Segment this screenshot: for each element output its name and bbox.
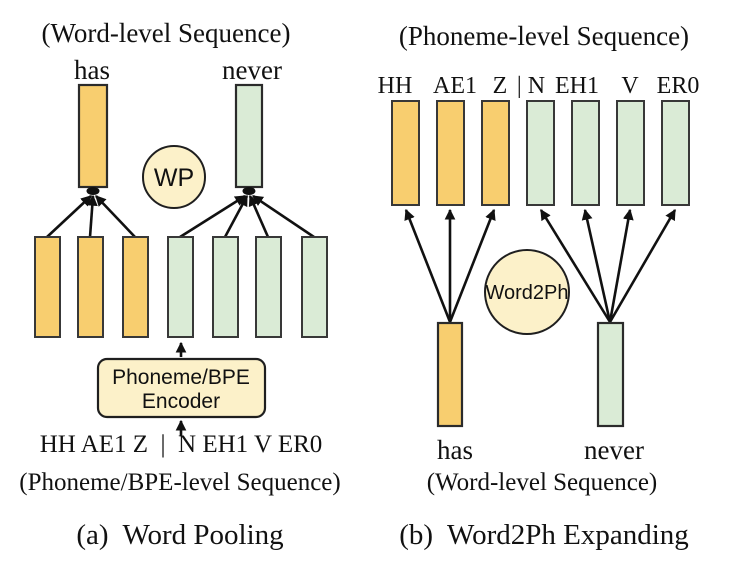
encoder-label-line1: Phoneme/BPE: [112, 366, 250, 389]
word-vector-has: [77, 83, 109, 189]
phoneme-label-v: V: [621, 73, 639, 99]
phoneme-vector-bar: [661, 100, 690, 206]
expanding-arrow: [448, 208, 496, 323]
wp-operator-label: WP: [154, 164, 194, 192]
word-vector-never: [596, 321, 625, 428]
word-label-never: never: [222, 55, 282, 85]
phoneme-vector-bar: [616, 100, 645, 206]
phoneme-vector-bar: [571, 100, 600, 206]
pooling-arrow: [223, 194, 249, 238]
caption-b: (b) Word2Ph Expanding: [399, 519, 689, 551]
pooling-arrow: [248, 194, 270, 238]
expanding-arrow: [539, 208, 612, 323]
phoneme-bpe-encoder-box: [96, 357, 267, 419]
word-label-never: never: [584, 435, 644, 465]
phoneme-state-bar: [255, 236, 282, 338]
phoneme-level-sequence-title: (Phoneme-level Sequence): [399, 21, 689, 51]
word-level-sequence-label: (Word-level Sequence): [427, 469, 658, 496]
phoneme-label-ae1: AE1: [433, 73, 477, 99]
phoneme-state-bar: [301, 236, 328, 338]
word-vector-never: [234, 83, 264, 189]
panel-word2ph-expanding: (Phoneme-level Sequence) HH AE1 Z | N EH…: [378, 21, 700, 551]
phoneme-vector-bar: [436, 100, 465, 206]
phoneme-state-bar: [122, 236, 149, 338]
wp-operator-circle: [142, 145, 206, 209]
pooling-arrow: [251, 194, 315, 239]
phoneme-label-eh1: EH1: [555, 73, 599, 99]
word-level-sequence-title: (Word-level Sequence): [42, 18, 291, 48]
pooling-arrow: [95, 195, 136, 238]
word-label-has: has: [437, 435, 473, 465]
phoneme-state-bar: [167, 236, 194, 338]
phoneme-label-n: | N: [517, 73, 545, 99]
word-vector-has: [436, 321, 464, 428]
word2ph-operator-label: Word2Ph: [485, 282, 568, 304]
pooling-arrow: [86, 194, 98, 238]
expanding-arrow: [608, 208, 634, 323]
pooling-junction-dot: [242, 187, 256, 195]
phoneme-label-hh: HH: [378, 73, 413, 99]
panel-word-pooling: (Word-level Sequence) has never WP Phone…: [19, 18, 340, 551]
pooling-arrow: [179, 194, 247, 239]
phoneme-bpe-sequence-label: (Phoneme/BPE-level Sequence): [19, 469, 340, 496]
phoneme-bpe-sequence-text: HH AE1 Z | N EH1 V ER0: [40, 431, 323, 458]
expanding-arrow: [608, 208, 677, 323]
phoneme-state-bar: [212, 236, 239, 338]
pooling-arrow: [46, 195, 92, 238]
phoneme-vector-bar: [481, 100, 510, 206]
expanding-arrow: [581, 208, 612, 323]
pooling-junction-dot: [86, 187, 100, 195]
phoneme-label-er0: ER0: [657, 73, 700, 99]
phoneme-label-z: Z: [493, 73, 508, 99]
phoneme-vector-bar: [526, 100, 555, 206]
word2ph-operator-circle: [484, 249, 570, 335]
phoneme-vector-bar: [391, 100, 420, 206]
word-label-has: has: [74, 55, 110, 85]
phoneme-state-bar: [77, 236, 104, 338]
phoneme-state-bar: [34, 236, 61, 338]
expanding-arrow: [404, 208, 452, 323]
caption-a: (a) Word Pooling: [76, 519, 283, 551]
encoder-label-line2: Encoder: [142, 390, 220, 413]
